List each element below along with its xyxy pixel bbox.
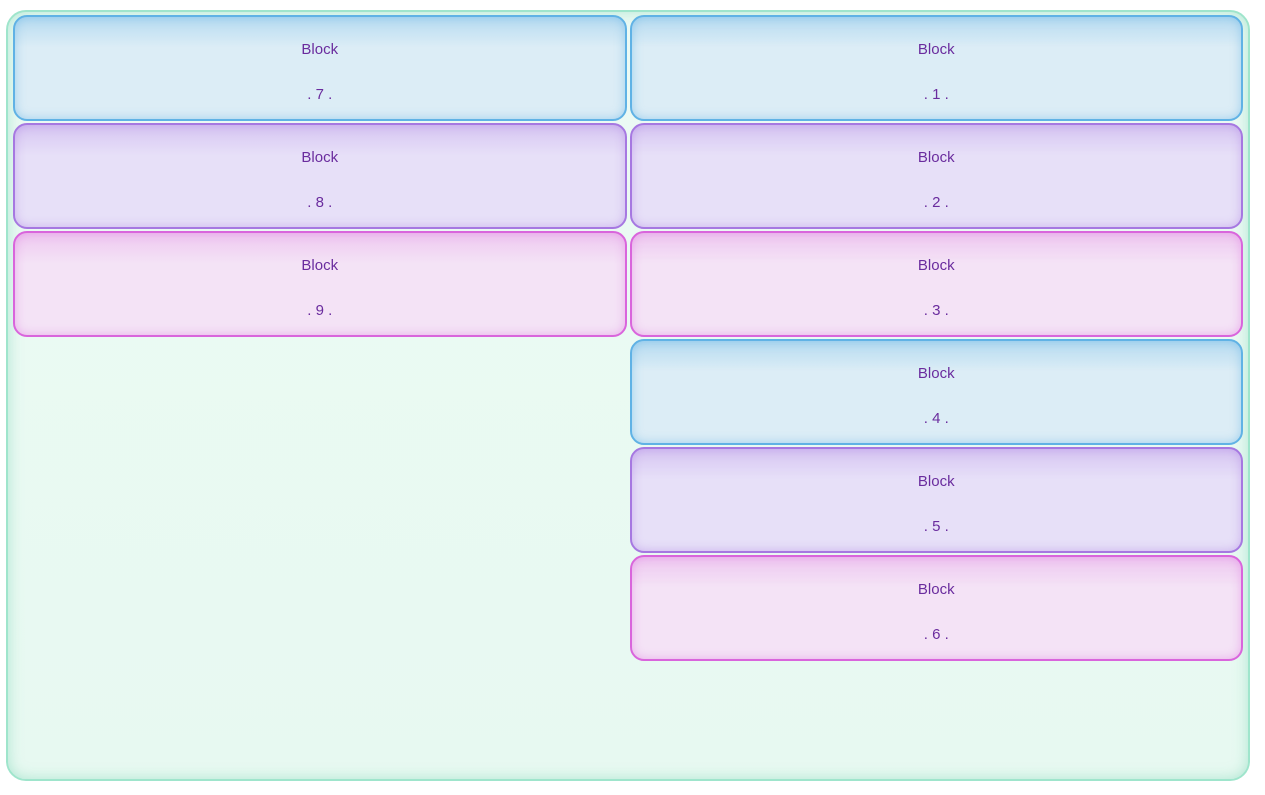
right-column: Block . 1 . Block . 2 . Block . 3 . Bloc… xyxy=(629,14,1243,662)
block-title: Block xyxy=(917,365,955,382)
block-value: . 3 . xyxy=(923,302,949,319)
block-title: Block xyxy=(917,581,955,598)
block-4: Block . 4 . xyxy=(629,339,1243,445)
block-9: Block . 9 . xyxy=(13,231,627,337)
block-6: Block . 6 . xyxy=(629,555,1243,661)
block-title: Block xyxy=(301,257,339,274)
block-value: . 5 . xyxy=(923,518,949,535)
block-3: Block . 3 . xyxy=(629,231,1243,337)
block-value: . 7 . xyxy=(307,86,333,103)
block-title: Block xyxy=(301,149,339,166)
main-container: Block . 7 . Block . 8 . Block . 9 . Bloc… xyxy=(6,10,1250,781)
block-title: Block xyxy=(917,473,955,490)
block-value: . 8 . xyxy=(307,194,333,211)
block-title: Block xyxy=(917,41,955,58)
block-value: . 6 . xyxy=(923,626,949,643)
block-title: Block xyxy=(301,41,339,58)
block-8: Block . 8 . xyxy=(13,123,627,229)
block-value: . 4 . xyxy=(923,410,949,427)
block-value: . 2 . xyxy=(923,194,949,211)
block-5: Block . 5 . xyxy=(629,447,1243,553)
block-title: Block xyxy=(917,257,955,274)
block-7: Block . 7 . xyxy=(13,15,627,121)
block-value: . 9 . xyxy=(307,302,333,319)
block-2: Block . 2 . xyxy=(629,123,1243,229)
left-column: Block . 7 . Block . 8 . Block . 9 . xyxy=(13,14,627,338)
block-value: . 1 . xyxy=(923,86,949,103)
block-1: Block . 1 . xyxy=(629,15,1243,121)
block-title: Block xyxy=(917,149,955,166)
